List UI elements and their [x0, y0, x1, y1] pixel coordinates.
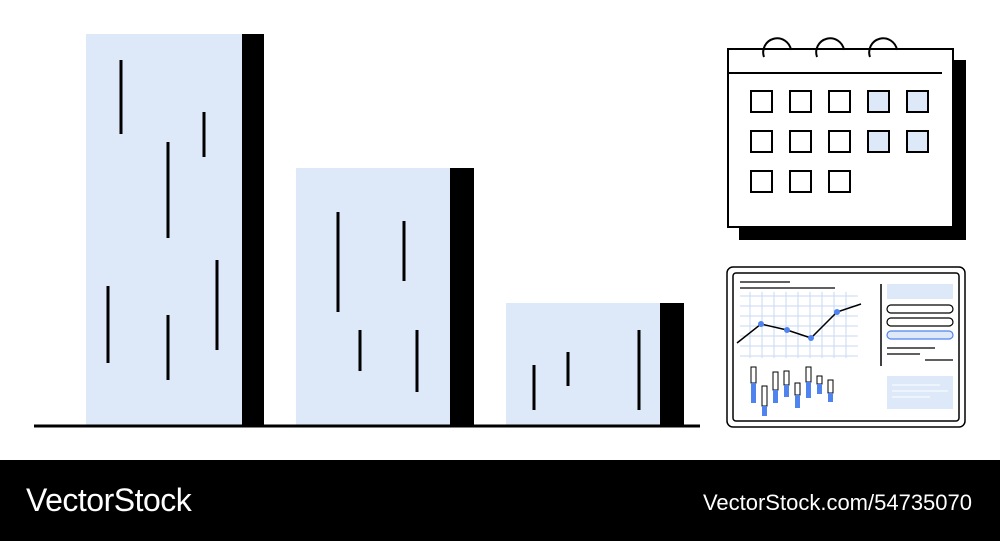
bar-building-icon [86, 34, 264, 426]
calendar-rings [762, 37, 898, 58]
bar-buildings [34, 34, 700, 428]
line-chart-grid [740, 292, 858, 358]
side-panel [886, 284, 954, 409]
line-chart-line [736, 303, 862, 344]
dashboard-tablet-icon [726, 266, 966, 428]
watermark-footer: VectorStock VectorStock.com/54735070 [0, 460, 1000, 541]
illustration [34, 34, 966, 428]
dashboard-header-lines [740, 281, 835, 289]
bar-building-icon [506, 303, 684, 426]
calendar-day-grid [750, 90, 929, 193]
calendar-icon [727, 37, 966, 240]
image-id-label: VectorStock.com/54735070 [702, 490, 972, 515]
brand-logo[interactable]: VectorStock [26, 482, 192, 518]
bar-building-icon [296, 168, 474, 426]
line-chart-points [758, 309, 840, 341]
candlestick-chart [750, 366, 834, 416]
